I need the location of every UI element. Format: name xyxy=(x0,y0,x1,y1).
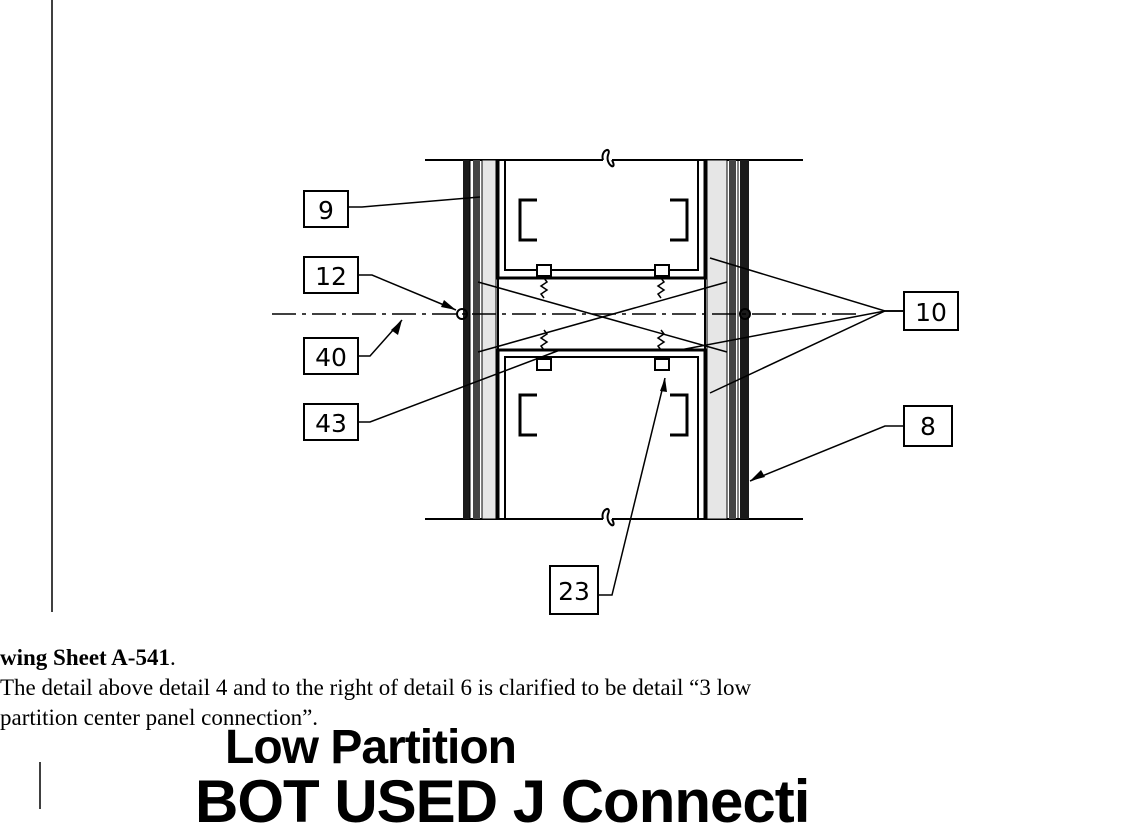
centerline-dot-left xyxy=(456,308,468,320)
leader-arrowheads xyxy=(391,300,765,481)
right-wall-panel xyxy=(704,159,749,520)
revision-heading-text: wing Sheet A-541 xyxy=(0,645,170,670)
callout-43-label: 43 xyxy=(315,409,347,438)
leader-lines xyxy=(348,196,904,596)
upper-panel-frame xyxy=(496,160,707,280)
callout-8: 8 xyxy=(903,405,953,447)
callout-9: 9 xyxy=(303,190,349,228)
callout-23-label: 23 xyxy=(558,577,590,606)
revision-line-2: partition center panel connection”. xyxy=(0,705,319,730)
callout-12-label: 12 xyxy=(315,262,347,291)
callout-10-label: 10 xyxy=(915,298,947,327)
stamp-title-line-1: Low Partition xyxy=(225,721,517,774)
panel-connection-detail-drawing: 9 12 40 43 10 8 23 xyxy=(39,0,959,809)
left-wall-panel xyxy=(463,159,499,520)
callout-9-label: 9 xyxy=(318,196,334,225)
callout-23: 23 xyxy=(549,565,599,615)
x-bracing xyxy=(477,281,728,353)
callout-8-label: 8 xyxy=(920,412,936,441)
lower-panel-frame xyxy=(496,348,707,519)
centerline-dot-right xyxy=(739,308,751,320)
callout-40: 40 xyxy=(303,337,359,375)
revision-heading-period: . xyxy=(169,645,176,670)
revision-line-1: The detail above detail 4 and to the rig… xyxy=(0,675,752,700)
callout-40-label: 40 xyxy=(315,343,347,372)
callout-10: 10 xyxy=(903,291,959,331)
connector-squiggles xyxy=(539,277,666,351)
callout-43: 43 xyxy=(303,403,359,441)
callout-12: 12 xyxy=(303,256,359,294)
revision-heading: wing Sheet A-541. xyxy=(0,644,176,671)
stamp-title-line-2: BOT USED J Connecti xyxy=(195,768,810,835)
